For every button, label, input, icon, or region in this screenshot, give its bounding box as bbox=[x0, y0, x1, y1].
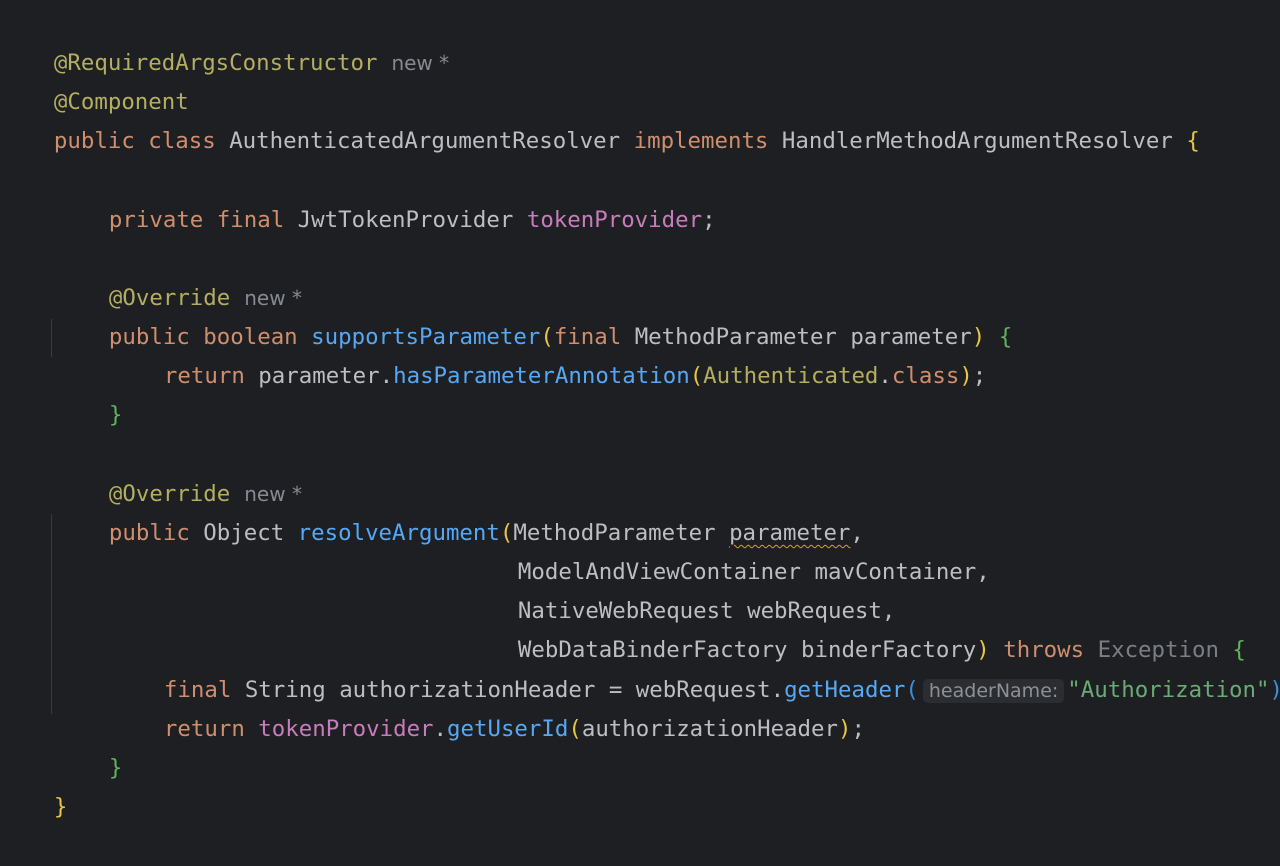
keyword-class: class bbox=[148, 128, 216, 154]
semicolon: ; bbox=[702, 207, 716, 233]
brace-close-class: } bbox=[53, 794, 68, 820]
method-call-has-parameter-annotation: hasParameterAnnotation bbox=[393, 363, 690, 389]
code-line-13[interactable]: public Object resolveArgument(MethodPara… bbox=[55, 475, 864, 546]
keyword-boolean: boolean bbox=[203, 324, 298, 350]
keyword-implements: implements bbox=[633, 128, 769, 154]
paren-open: ( bbox=[568, 716, 582, 742]
paren-open: ( bbox=[540, 324, 554, 350]
param-type: MethodParameter bbox=[634, 324, 837, 350]
indent-guide-method2 bbox=[51, 514, 52, 714]
paren-open: ( bbox=[499, 520, 514, 546]
code-line-19[interactable]: } bbox=[55, 710, 122, 781]
param-name-warning[interactable]: parameter bbox=[729, 520, 851, 546]
semicolon: ; bbox=[972, 363, 987, 389]
method-name-supports-parameter: supportsParameter bbox=[311, 324, 541, 350]
exception-type: Exception bbox=[1097, 637, 1219, 663]
code-line-14[interactable]: ModelAndViewContainer mavContainer, bbox=[464, 514, 990, 585]
type-string: String bbox=[244, 677, 326, 703]
paren-close: ) bbox=[971, 324, 986, 350]
param-name: parameter bbox=[850, 324, 972, 350]
inlay-hint-header-name[interactable]: headerName: bbox=[922, 679, 1065, 703]
brace-open: { bbox=[1186, 128, 1200, 154]
paren-close: ) bbox=[959, 363, 973, 389]
variable-web-request: webRequest bbox=[635, 677, 771, 703]
param-name: mavContainer bbox=[814, 559, 977, 585]
annotation-override: @Override bbox=[108, 481, 231, 507]
param-type: WebDataBinderFactory bbox=[517, 637, 788, 663]
comma: , bbox=[850, 520, 864, 546]
keyword-final: final bbox=[553, 324, 622, 350]
code-line-16[interactable]: WebDataBinderFactory binderFactory) thro… bbox=[464, 592, 1246, 663]
semicolon: ; bbox=[851, 716, 865, 742]
brace-open: { bbox=[1232, 637, 1246, 663]
annotation-required-args-constructor: @RequiredArgsConstructor bbox=[53, 50, 378, 76]
code-line-9[interactable]: return parameter.hasParameterAnnotation(… bbox=[110, 318, 986, 389]
code-line-15[interactable]: NativeWebRequest webRequest, bbox=[464, 553, 895, 624]
paren-open: ( bbox=[905, 677, 919, 703]
indent-guide-method1 bbox=[51, 319, 52, 357]
brace-close: } bbox=[108, 402, 123, 428]
code-line-2[interactable]: @Component bbox=[0, 44, 189, 115]
method-name-resolve-argument: resolveArgument bbox=[297, 520, 500, 546]
code-line-3[interactable]: public class AuthenticatedArgumentResolv… bbox=[0, 83, 1200, 154]
codevision-hint[interactable]: new * bbox=[391, 51, 450, 75]
comma: , bbox=[976, 559, 990, 585]
method-call-get-user-id: getUserId bbox=[447, 716, 569, 742]
code-line-20[interactable]: } bbox=[0, 749, 67, 820]
keyword-final: final bbox=[163, 677, 232, 703]
comma: , bbox=[881, 598, 896, 624]
paren-close: ) bbox=[837, 716, 852, 742]
code-line-5[interactable]: private final JwtTokenProvider tokenProv… bbox=[55, 162, 716, 233]
param-name: binderFactory bbox=[801, 637, 977, 663]
string-authorization: "Authorization" bbox=[1067, 677, 1270, 703]
code-line-7[interactable]: @Override new * bbox=[55, 240, 302, 311]
field-token-provider: tokenProvider bbox=[258, 716, 434, 742]
codevision-hint[interactable]: new * bbox=[244, 286, 302, 310]
code-line-18[interactable]: return tokenProvider.getUserId(authoriza… bbox=[110, 671, 865, 742]
code-line-17[interactable]: final String authorizationHeader = webRe… bbox=[110, 632, 1280, 703]
field-type: JwtTokenProvider bbox=[297, 207, 514, 233]
return-type: Object bbox=[203, 520, 285, 546]
paren-close: ) bbox=[1270, 677, 1280, 703]
paren-open: ( bbox=[689, 363, 704, 389]
param-type: NativeWebRequest bbox=[517, 598, 734, 624]
codevision-hint[interactable]: new * bbox=[244, 482, 302, 506]
method-call-get-header: getHeader bbox=[784, 677, 906, 703]
field-name: tokenProvider bbox=[526, 207, 703, 233]
brace-close: } bbox=[108, 755, 123, 781]
paren-close: ) bbox=[976, 637, 990, 663]
keyword-class: class bbox=[891, 363, 960, 389]
keyword-final: final bbox=[216, 207, 285, 233]
interface-name: HandlerMethodArgumentResolver bbox=[781, 128, 1173, 154]
class-name: AuthenticatedArgumentResolver bbox=[229, 128, 621, 154]
keyword-public: public bbox=[108, 520, 190, 546]
brace-open: { bbox=[998, 324, 1013, 350]
param-name: webRequest bbox=[747, 598, 882, 624]
code-line-1[interactable]: @RequiredArgsConstructor new * bbox=[0, 5, 449, 76]
keyword-public: public bbox=[108, 324, 190, 350]
variable-parameter: parameter bbox=[258, 363, 380, 389]
variable-authorization-header: authorizationHeader bbox=[339, 677, 596, 703]
keyword-private: private bbox=[108, 207, 204, 233]
keyword-return: return bbox=[163, 716, 245, 742]
code-line-12[interactable]: @Override new * bbox=[55, 436, 302, 507]
keyword-throws: throws bbox=[1003, 637, 1085, 663]
param-type: MethodParameter bbox=[513, 520, 716, 546]
keyword-return: return bbox=[163, 363, 245, 389]
variable-authorization-header: authorizationHeader bbox=[581, 716, 838, 742]
operator-assign: = bbox=[608, 677, 623, 703]
dot: . bbox=[878, 363, 892, 389]
keyword-public: public bbox=[53, 128, 135, 154]
dot: . bbox=[433, 716, 448, 742]
class-ref-authenticated: Authenticated bbox=[703, 363, 879, 389]
annotation-override: @Override bbox=[108, 285, 231, 311]
dot: . bbox=[379, 363, 394, 389]
param-type: ModelAndViewContainer bbox=[517, 559, 802, 585]
annotation-component: @Component bbox=[53, 89, 189, 115]
code-editor[interactable]: @RequiredArgsConstructor new * @Component… bbox=[0, 0, 1280, 820]
dot: . bbox=[770, 677, 785, 703]
code-line-8[interactable]: public boolean supportsParameter(final M… bbox=[55, 279, 1012, 350]
code-line-10[interactable]: } bbox=[55, 357, 122, 428]
